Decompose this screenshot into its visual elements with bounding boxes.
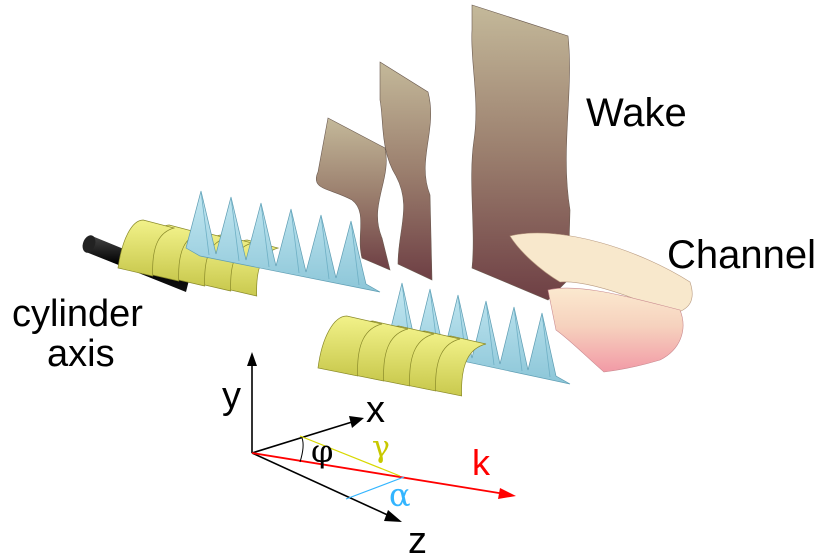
k-vector-arrowhead [498,488,516,499]
wake-sheet-2 [379,61,433,281]
upper-fin [117,219,176,277]
z-axis-arrowhead [384,510,402,522]
wake-sheets [316,4,571,301]
k-vector-line [251,452,506,495]
lower-wave-plate [387,282,571,385]
alpha-line [345,476,405,500]
channel-label: Channel [667,233,816,277]
z-axis-line [251,452,393,518]
lower-wave-fold [485,300,495,366]
wake-sheet-3 [471,4,571,301]
gamma-label: γ [372,430,390,465]
x-axis-arrowhead [349,416,364,428]
upper-wave-fold [200,190,210,256]
cylinder-end [82,235,96,253]
upper-wave-fold [350,220,360,286]
cylinder-label-line1: cylinder [12,293,143,335]
x-axis-line [251,421,353,454]
y-axis-label: y [222,375,241,417]
channel-body [547,287,684,373]
fins-lower-row [317,315,487,397]
z-axis-label: z [408,520,427,555]
lower-wave-fold [513,306,523,372]
y-axis-arrowhead [247,352,257,366]
upper-wave-fold [320,214,330,280]
upper-wave-plate [185,190,381,293]
wave-upper-row [185,190,381,293]
x-axis-label: x [366,389,385,431]
coordinate-system [247,352,516,522]
channel-surface [509,232,693,373]
upper-wave-fold [260,202,270,268]
cylinder-label-line2: axis [47,333,115,375]
upper-wave-fold [290,208,300,274]
upper-wave-fold [230,196,240,262]
k-label: k [472,442,491,483]
lower-fin [317,315,383,377]
wake-sheet-1 [316,117,391,271]
gamma-line [299,435,401,477]
alpha-label: α [389,476,411,514]
phi-angle-arc [299,437,304,463]
lower-wave-fold [541,312,551,378]
wake-label: Wake [586,91,687,135]
phi-label: φ [311,432,333,470]
